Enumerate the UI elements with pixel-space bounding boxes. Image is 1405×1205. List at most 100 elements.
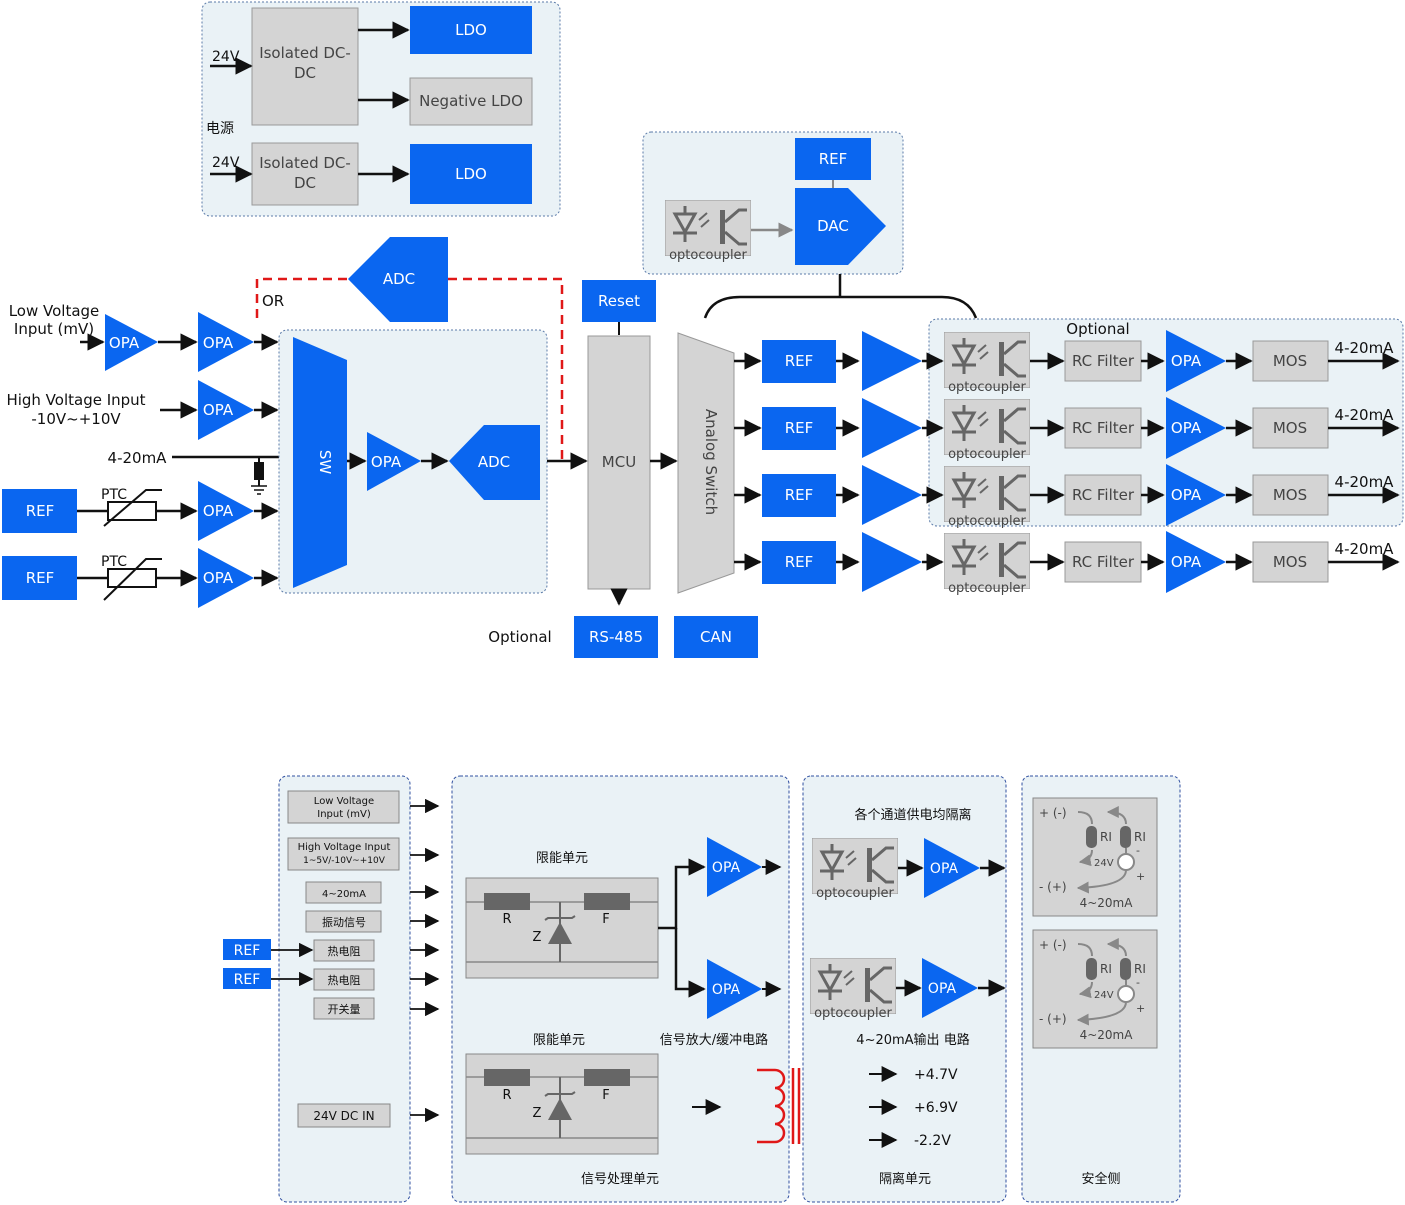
adc-alt-label: ADC bbox=[383, 270, 415, 288]
v2-label: +6.9V bbox=[914, 1100, 958, 1116]
opa-3 bbox=[198, 481, 254, 541]
opa-pre bbox=[105, 314, 158, 371]
signal-caption: 信号处理单元 bbox=[581, 1172, 659, 1187]
opa-core-label: OPA bbox=[371, 453, 402, 471]
iso-opa1-label: OPA bbox=[930, 861, 959, 877]
opa-pre-label: OPA bbox=[109, 334, 140, 352]
b-vibration-label: 振动信号 bbox=[322, 915, 366, 929]
output-optional-label: Optional bbox=[1066, 320, 1129, 338]
safety-ri-b-2 bbox=[1120, 958, 1131, 980]
b-opto1-label: optocoupler bbox=[816, 886, 894, 901]
b-ref1-label: REF bbox=[234, 943, 261, 959]
channel-ref-label-4: REF bbox=[785, 553, 814, 571]
b-thermo1-box bbox=[313, 939, 375, 962]
b-opa1-label: OPA bbox=[712, 860, 741, 876]
safety-plus-2: + bbox=[1136, 1002, 1145, 1015]
channel-ref-2 bbox=[762, 407, 836, 450]
z1-label: Z bbox=[533, 930, 542, 945]
v1-label: +4.7V bbox=[914, 1067, 958, 1083]
channel-mos-label-3: MOS bbox=[1273, 486, 1307, 504]
channel-opto-label-3: optocoupler bbox=[948, 514, 1026, 529]
channel-amp-4 bbox=[862, 532, 922, 592]
opa2-label: OPA bbox=[203, 401, 234, 419]
isolation-title: 各个通道供电均隔离 bbox=[854, 807, 971, 823]
iso-opa-2 bbox=[922, 958, 978, 1018]
amp-caption: 信号放大/缓冲电路 bbox=[660, 1032, 768, 1048]
reset-label: Reset bbox=[598, 292, 640, 310]
b-thermo2-label: 热电阻 bbox=[328, 974, 361, 987]
opa3-label: OPA bbox=[203, 502, 234, 520]
ldo2-label: LDO bbox=[455, 165, 487, 183]
channel-amp-1 bbox=[862, 331, 922, 391]
channel-mos-2 bbox=[1252, 407, 1329, 449]
dac-label: DAC bbox=[817, 217, 849, 235]
current-input-label: 4-20mA bbox=[108, 449, 168, 467]
ptc1-label: PTC bbox=[101, 487, 127, 503]
channel-ref-label-1: REF bbox=[785, 352, 814, 370]
channel-amp-2 bbox=[862, 398, 922, 458]
channel-out-label-1: 4-20mA bbox=[1335, 339, 1395, 357]
channel-opa-label-3: OPA bbox=[1171, 486, 1202, 504]
b-dcin-label: 24V DC IN bbox=[313, 1109, 374, 1123]
dac bbox=[795, 188, 886, 265]
b-thermo2-box bbox=[313, 968, 375, 991]
opa-1 bbox=[198, 312, 254, 372]
channel-rc-filter-2 bbox=[1064, 407, 1142, 449]
b-vibration-box bbox=[305, 910, 382, 933]
input-ref2-label: REF bbox=[26, 569, 55, 587]
dac-opto-label: optocoupler bbox=[669, 248, 747, 263]
mcu-label: MCU bbox=[602, 453, 636, 471]
power-in2-label: 24V bbox=[212, 155, 240, 171]
channel-mos-label-1: MOS bbox=[1273, 352, 1307, 370]
adc-label: ADC bbox=[478, 453, 510, 471]
channel-filter-label-4: RC Filter bbox=[1072, 553, 1135, 571]
or-label: OR bbox=[262, 292, 284, 310]
ldo-1 bbox=[410, 6, 532, 54]
channel-out-label-4: 4-20mA bbox=[1335, 540, 1395, 558]
brace bbox=[703, 295, 978, 319]
b-low-voltage-1: Low Voltage bbox=[314, 796, 374, 807]
b-opto2-label: optocoupler bbox=[814, 1006, 892, 1021]
power-in1-label: 24V bbox=[212, 49, 240, 65]
opa-core bbox=[367, 432, 421, 491]
b-opa-1 bbox=[707, 837, 762, 897]
channel-out-label-2: 4-20mA bbox=[1335, 406, 1395, 424]
negative-ldo bbox=[409, 77, 533, 126]
channel-out-label-3: 4-20mA bbox=[1335, 473, 1395, 491]
channel-filter-label-1: RC Filter bbox=[1072, 352, 1135, 370]
out-caption: 4~20mA输出 电路 bbox=[856, 1032, 969, 1048]
neg-ldo-label: Negative LDO bbox=[419, 92, 523, 110]
mcu-optional-label: Optional bbox=[488, 628, 551, 646]
safety-pm-2: + (-) bbox=[1039, 938, 1067, 952]
b-opa-2 bbox=[707, 959, 762, 1019]
dcdc1-line1: Isolated DC- bbox=[259, 44, 351, 62]
b-switch-label: 开关量 bbox=[328, 1002, 361, 1016]
b-switch-box bbox=[313, 997, 375, 1020]
channel-mos-3 bbox=[1252, 474, 1329, 516]
channel-opa-2 bbox=[1166, 397, 1226, 459]
channel-mos-label-4: MOS bbox=[1273, 553, 1307, 571]
safety-mp-2: - (+) bbox=[1039, 1012, 1067, 1026]
channel-mos-4 bbox=[1252, 541, 1329, 583]
opa4-label: OPA bbox=[203, 569, 234, 587]
b-thermo1-label: 热电阻 bbox=[328, 945, 361, 958]
high-voltage-line1: High Voltage Input bbox=[6, 391, 145, 409]
channel-opa-label-1: OPA bbox=[1171, 352, 1202, 370]
ptc2-label: PTC bbox=[101, 554, 127, 570]
limit1-label: 限能单元 bbox=[536, 851, 588, 866]
channel-opa-4 bbox=[1166, 531, 1226, 593]
safety-ri-b-1 bbox=[1120, 826, 1131, 848]
b-ref-1 bbox=[223, 939, 271, 960]
safety-ma-1: 4~20mA bbox=[1080, 896, 1134, 910]
channel-ref-label-3: REF bbox=[785, 486, 814, 504]
dcdc2-line2: DC bbox=[294, 174, 316, 192]
input-ref-1 bbox=[2, 489, 77, 533]
channel-opto-label-4: optocoupler bbox=[948, 581, 1026, 596]
